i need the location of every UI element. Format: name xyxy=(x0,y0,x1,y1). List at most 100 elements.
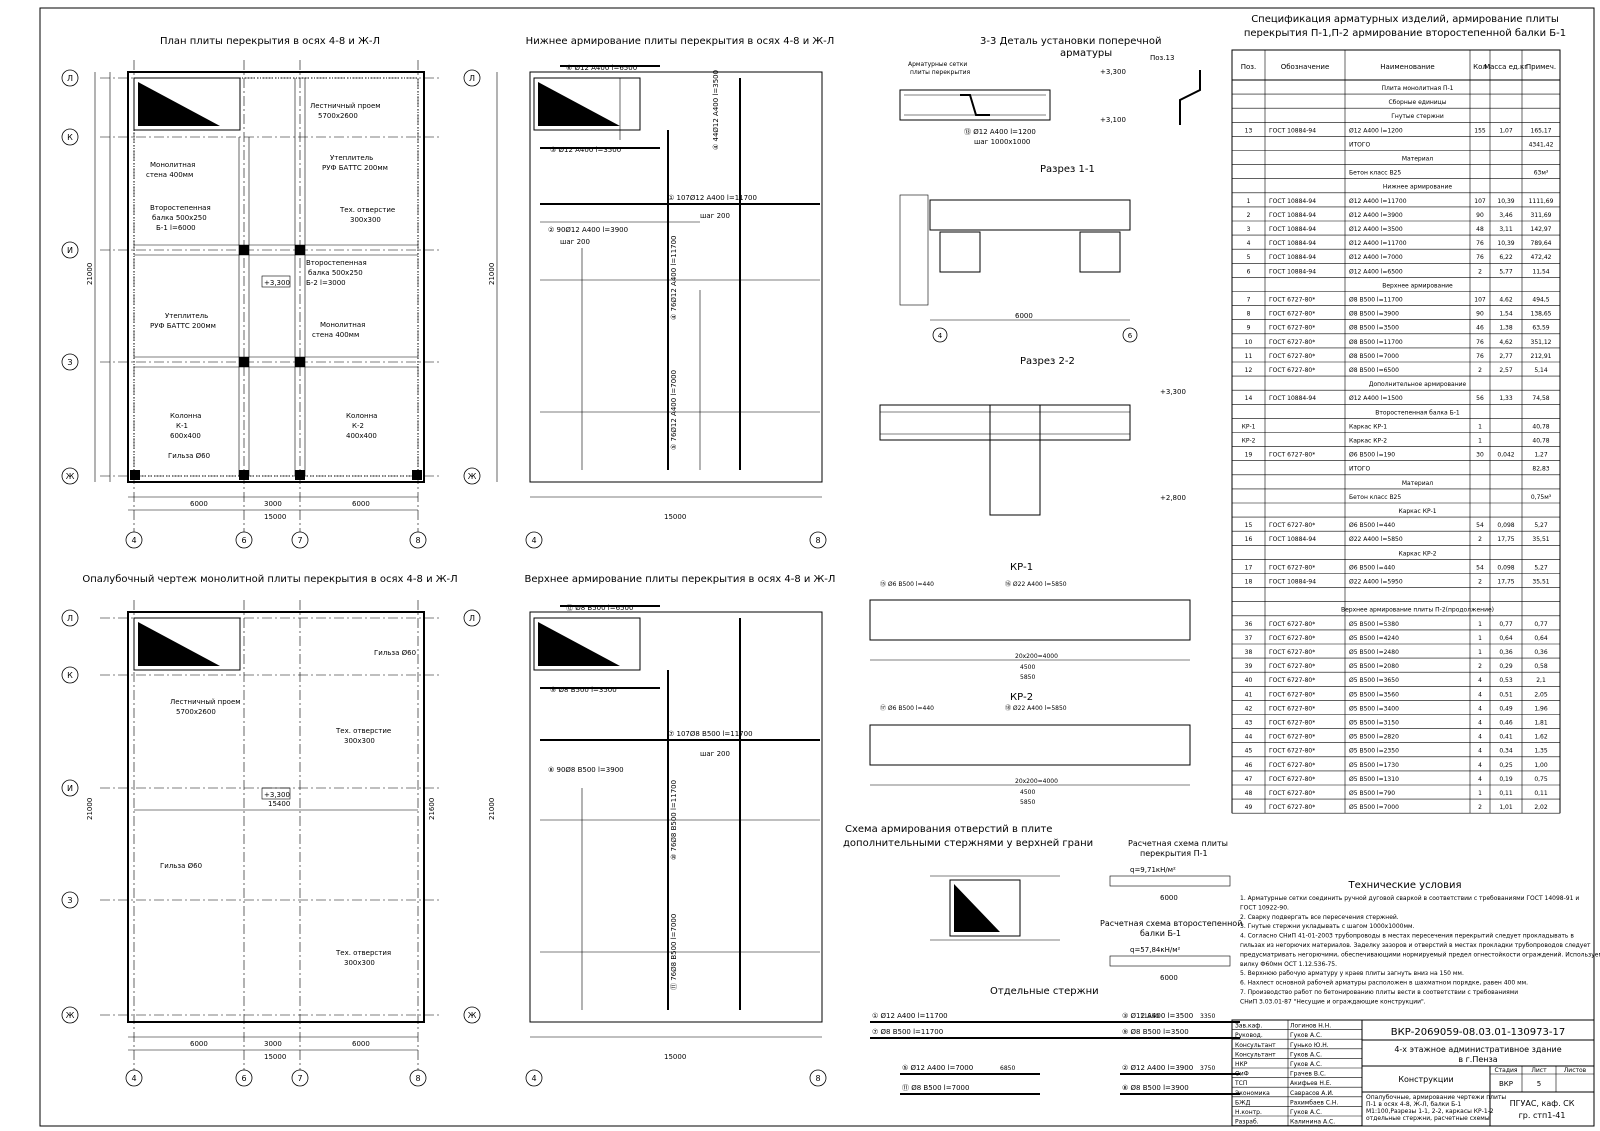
details-panel: 3-3 Деталь установки поперечной арматуры… xyxy=(843,36,1242,997)
spec-cell: 76 xyxy=(1476,339,1484,346)
spec-header-cell: Наименование xyxy=(1380,63,1434,71)
spec-cell: ГОСТ 10884-94 xyxy=(1269,127,1316,134)
spec-cell: 2 xyxy=(1478,663,1482,670)
plan-beam1-len: Б-1 l=6000 xyxy=(156,224,196,232)
bar-length: 3750 xyxy=(1200,1065,1215,1072)
spec-section-row: Каркас КР-1 xyxy=(1398,508,1436,515)
spec-cell: 0,34 xyxy=(1499,748,1513,755)
spec-cell: Ø12 А400 l=6500 xyxy=(1349,268,1403,275)
spec-cell: Ø8 В500 l=3500 xyxy=(1349,325,1399,332)
spec-cell: 0,042 xyxy=(1497,452,1514,459)
spec-cell: Бетон класс В25 xyxy=(1349,170,1401,177)
spec-cell: 1 xyxy=(1247,198,1251,205)
spec-cell: 35,51 xyxy=(1532,536,1549,543)
spec-cell: 7 xyxy=(1247,297,1251,304)
kr2-dim-4500: 4500 xyxy=(1020,789,1035,796)
spec-cell: ГОСТ 10884-94 xyxy=(1269,226,1316,233)
stamp-name: 4-х этажное административное здание xyxy=(1394,1045,1561,1054)
bar-length: 6850 xyxy=(1000,1065,1015,1072)
spec-cell: ГОСТ 6727-80* xyxy=(1269,367,1315,374)
spec-cell: 2,1 xyxy=(1536,677,1546,684)
spec-cell: 2 xyxy=(1478,536,1482,543)
bottom-reinf-title: Нижнее армирование плиты перекрытия в ос… xyxy=(526,36,835,47)
spec-cell: ГОСТ 6727-80* xyxy=(1269,691,1315,698)
plan-wall-label: Монолитная xyxy=(150,161,195,169)
tech-line: предусматривать негорючими, обеспечивающ… xyxy=(1240,951,1600,958)
kr2-bar-a: ⑰ Ø6 В500 l=440 xyxy=(880,704,934,712)
spec-cell: 4 xyxy=(1478,762,1482,769)
spec-cell: 9 xyxy=(1247,325,1251,332)
spec-cell: ГОСТ 6727-80* xyxy=(1269,621,1315,628)
stamp-desc-4: отдельные стержни, расчетные схемы xyxy=(1366,1115,1490,1122)
bottom-bar2-step: шаг 200 xyxy=(560,238,590,246)
plan-col1-mark: К-1 xyxy=(176,422,188,430)
plan-beam1-size: балка 500х250 xyxy=(152,214,207,222)
tech-line: 7. Производство работ по бетонированию п… xyxy=(1240,989,1518,996)
bar-label: ① Ø12 А400 l=11700 xyxy=(872,1012,948,1020)
top-bar7: ⑦ 107Ø8 В500 l=11700 xyxy=(668,730,753,738)
formwork-axis-row-3: И xyxy=(67,784,73,793)
spec-cell: 3,46 xyxy=(1499,212,1513,219)
bottom-dim-total: 15000 xyxy=(664,513,686,521)
bar-label: ⑦ Ø8 В500 l=11700 xyxy=(872,1028,943,1036)
spec-cell: ГОСТ 6727-80* xyxy=(1269,649,1315,656)
spec-cell: ГОСТ 10884-94 xyxy=(1269,254,1316,261)
spec-cell: Ø5 В500 l=3560 xyxy=(1349,691,1399,698)
spec-cell: 2,57 xyxy=(1499,367,1513,374)
bottom-reinf-panel: Нижнее армирование плиты перекрытия в ос… xyxy=(463,36,835,549)
spec-cell: 0,51 xyxy=(1499,691,1513,698)
tech-line: ГОСТ 10922-90. xyxy=(1240,904,1289,911)
bottom-axis-col-4: 8 xyxy=(815,536,820,545)
spec-cell: 0,41 xyxy=(1499,734,1513,741)
stamp-sheet-header: Лист xyxy=(1531,1067,1547,1074)
stamp-desc-1: Опалубочные, армирование чертежи плиты xyxy=(1366,1094,1506,1101)
bottom-axis-row-5: Ж xyxy=(468,472,477,481)
plan-insul-label-b2: РУФ БАТТС 200мм xyxy=(150,322,216,330)
spec-cell: ГОСТ 6727-80* xyxy=(1269,720,1315,727)
detail-33-title-2: арматуры xyxy=(1060,48,1112,59)
spec-cell: ГОСТ 6727-80* xyxy=(1269,762,1315,769)
spec-cell: 35,51 xyxy=(1532,579,1549,586)
spec-cell: 2 xyxy=(1478,579,1482,586)
plan-insul-label-b: Утеплитель xyxy=(165,312,208,320)
tech-line: 1. Арматурные сетки соединить ручной дуг… xyxy=(1240,895,1579,902)
spec-section-row: Материал xyxy=(1402,156,1433,163)
spec-cell: 17,75 xyxy=(1497,536,1514,543)
spec-cell: 1,07 xyxy=(1499,127,1513,134)
spec-cell: 38 xyxy=(1245,649,1253,656)
spec-cell: 2 xyxy=(1478,367,1482,374)
spec-cell: 1,38 xyxy=(1499,325,1513,332)
spec-cell: 10 xyxy=(1245,339,1253,346)
spec-cell: 16 xyxy=(1245,536,1253,543)
spec-cell: Ø12 А400 l=7000 xyxy=(1349,254,1403,261)
detail-mesh-label-2: плиты перекрытия xyxy=(910,69,970,76)
stamp-roles: Зав.каф.Логинов Н.Н.Руковод.Гуков А.С.Ко… xyxy=(1232,1020,1362,1126)
spec-cell: 4 xyxy=(1247,240,1251,247)
spec-cell: 48 xyxy=(1476,226,1484,233)
plan-col2-mark: К-2 xyxy=(352,422,364,430)
spec-cell: Ø12 А400 l=1200 xyxy=(1349,127,1403,134)
spec-cell: 155 xyxy=(1474,127,1486,134)
spec-cell: 90 xyxy=(1476,212,1484,219)
bottom-bar1: ① 107Ø12 А400 l=11700 xyxy=(668,194,757,202)
spec-cell: 48 xyxy=(1245,790,1253,797)
spec-section-row: Верхнее армирование плиты П-2(продолжени… xyxy=(1341,607,1494,614)
spec-cell: 4 xyxy=(1478,734,1482,741)
spec-cell: 1,33 xyxy=(1499,395,1513,402)
spec-cell: ГОСТ 6727-80* xyxy=(1269,677,1315,684)
top-axis-row-5: Ж xyxy=(468,1011,477,1020)
spec-cell: 0,49 xyxy=(1499,705,1513,712)
bar-length: 11550 xyxy=(1140,1013,1159,1020)
kr1-bar-b: ⑯ Ø22 А400 l=5850 xyxy=(1005,580,1067,588)
spec-cell: 5,77 xyxy=(1499,268,1513,275)
spec-cell: 2,05 xyxy=(1534,691,1548,698)
section-11-axis-6: 6 xyxy=(1128,332,1133,340)
spec-cell: ГОСТ 10884-94 xyxy=(1269,536,1316,543)
spec-cell: ГОСТ 6727-80* xyxy=(1269,705,1315,712)
spec-cell: 10,39 xyxy=(1497,198,1514,205)
spec-cell: 43 xyxy=(1245,720,1253,727)
tech-line: 6. Нахлест основной рабочей арматуры рас… xyxy=(1240,980,1528,987)
calc-slab-load: q=9,71кН/м² xyxy=(1130,866,1176,874)
spec-cell: 351,12 xyxy=(1531,339,1552,346)
spec-cell: 54 xyxy=(1476,564,1484,571)
